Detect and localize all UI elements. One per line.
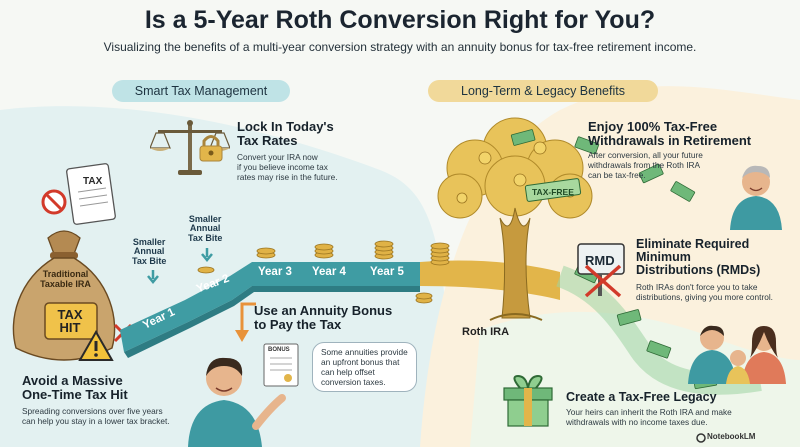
legacy-body-line: withdrawals with no income taxes due. <box>566 417 708 428</box>
tax-hit-line: HIT <box>59 320 81 335</box>
lock-rates-title-line: Lock In Today's <box>237 119 334 134</box>
annuity-title-line: Use an Annuity Bonus <box>254 303 393 318</box>
legacy-body: Your heirs can inherit the Roth IRA and … <box>566 407 732 427</box>
notebooklm-logo-icon <box>696 433 706 443</box>
lock-rates-body: Convert your IRA now if you believe inco… <box>237 152 338 182</box>
withdrawals-body-line: withdrawals from the Roth IRA <box>588 160 701 171</box>
withdrawals-body-line: can be tax-free. <box>588 170 646 181</box>
withdrawals-title: Enjoy 100% Tax-Free Withdrawals in Retir… <box>588 120 751 147</box>
rmd-body-line: Roth IRAs don't force you to take <box>636 282 758 292</box>
year-4-label: Year 4 <box>312 266 346 278</box>
family-icon <box>688 325 786 384</box>
avoid-body: Spreading conversions over five years ca… <box>22 406 170 426</box>
smaller-bite-line: Tax Bite <box>132 255 167 266</box>
gift-box-icon <box>503 374 553 427</box>
bonus-document-label: BONUS <box>268 347 290 353</box>
rmd-sign-label: RMD <box>585 253 615 268</box>
traditional-ira-label: Traditional Taxable IRA <box>18 269 113 290</box>
smaller-bite-line: Annual <box>189 223 221 234</box>
rmd-sign-icon <box>577 243 625 298</box>
ira-label-line: Traditional <box>42 269 89 279</box>
rmd-body-line: distributions, giving you more control. <box>636 292 773 303</box>
smaller-bite-line: Tax Bite <box>188 232 223 243</box>
warning-icon <box>78 330 114 361</box>
tax-hit-badge <box>44 302 98 340</box>
year-3-label: Year 3 <box>258 266 292 278</box>
avoid-title: Avoid a Massive One-Time Tax Hit <box>22 374 128 401</box>
lock-rates-title: Lock In Today's Tax Rates <box>237 120 334 147</box>
annuity-speech-bubble: Some annuities provide an upfront bonus … <box>312 342 417 393</box>
ira-label-line: Taxable IRA <box>40 278 91 289</box>
footer-brand: NotebookLM <box>707 432 756 441</box>
avoid-body-line: can help you stay in a lower tax bracket… <box>22 416 170 427</box>
smaller-tax-bite-2: Smaller Annual Tax Bite <box>188 214 223 243</box>
rmd-title-line: Eliminate Required <box>636 237 750 251</box>
smaller-bite-line: Smaller <box>188 214 222 224</box>
avoid-title-line: Avoid a Massive <box>22 373 123 388</box>
arrow-down-icon <box>147 270 159 284</box>
rmd-body: Roth IRAs don't force you to take distri… <box>636 282 773 302</box>
padlock-icon <box>199 135 223 162</box>
smaller-bite-line: Annual <box>133 246 165 257</box>
bubble-line: an upfront bonus that <box>321 357 400 368</box>
bonus-document-icon <box>263 343 299 387</box>
page-title: Is a 5-Year Roth Conversion Right for Yo… <box>144 6 656 34</box>
annuity-title-line: to Pay the Tax <box>254 316 342 332</box>
bubble-line: Some annuities provide <box>321 347 408 357</box>
lock-rates-body-line: Convert your IRA now <box>237 152 318 162</box>
annuity-title: Use an Annuity Bonus to Pay the Tax <box>254 304 392 331</box>
tax-hit-label: TAX HIT <box>50 308 90 334</box>
orange-arrow-icon <box>235 302 256 342</box>
withdrawals-body-line: After conversion, all your future <box>588 150 703 160</box>
person-holding-bonus-icon <box>188 357 286 447</box>
page-subtitle: Visualizing the benefits of a multi-year… <box>103 40 697 54</box>
bubble-line: can help offset <box>321 367 375 378</box>
bubble-line: conversion taxes. <box>321 377 386 388</box>
avoid-title-line: One-Time Tax Hit <box>22 386 128 402</box>
scale-icon <box>150 120 230 175</box>
withdrawals-title-line: Withdrawals in Retirement <box>588 132 752 148</box>
avoid-body-line: Spreading conversions over five years <box>22 406 163 416</box>
arrow-down-icon <box>201 248 213 262</box>
lock-rates-body-line: if you believe income tax <box>237 162 328 173</box>
withdrawals-body: After conversion, all your future withdr… <box>588 150 703 180</box>
roth-ira-label: Roth IRA <box>462 326 510 338</box>
tax-hit-line: TAX <box>57 307 83 322</box>
rmd-title: Eliminate Required Minimum Distributions… <box>636 237 761 278</box>
rmd-title-line: Minimum <box>636 250 691 265</box>
retiree-icon <box>730 165 782 230</box>
tax-document-label: TAX <box>83 176 103 187</box>
prohibited-icon <box>41 189 67 215</box>
rmd-title-line: Distributions (RMDs) <box>636 263 761 278</box>
withdrawals-title-line: Enjoy 100% Tax-Free <box>588 119 718 134</box>
tax-free-tag: TAX-FREE <box>532 187 574 197</box>
banner-long-term-legacy: Long-Term & Legacy Benefits <box>428 80 658 102</box>
smaller-tax-bite-1: Smaller Annual Tax Bite <box>132 237 167 266</box>
lock-rates-body-line: rates may rise in the future. <box>237 172 338 183</box>
legacy-body-line: Your heirs can inherit the Roth IRA and … <box>566 407 732 417</box>
legacy-title: Create a Tax-Free Legacy <box>566 390 717 404</box>
lock-rates-title-line: Tax Rates <box>237 132 298 148</box>
banner-smart-tax-management: Smart Tax Management <box>112 80 290 102</box>
year-5-label: Year 5 <box>370 266 404 278</box>
tax-document-icon <box>66 163 116 225</box>
smaller-bite-line: Smaller <box>132 237 166 247</box>
